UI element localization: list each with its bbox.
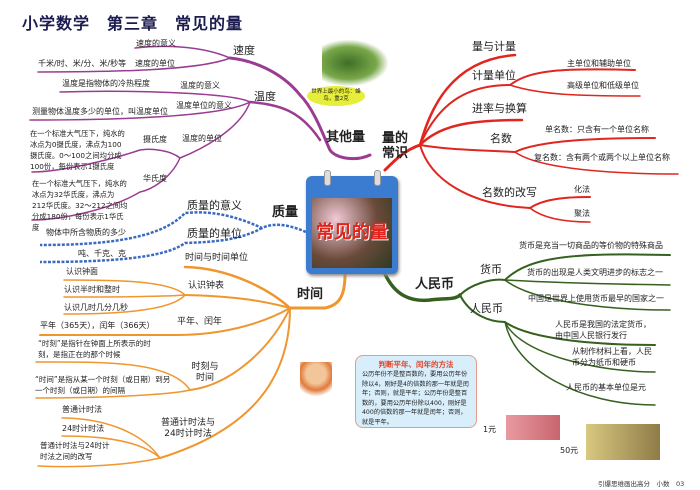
leaf: 人民币是我国的法定货币，由中国人民银行发行 — [555, 320, 651, 340]
leaf: 人民币的基本单位是元 — [566, 383, 646, 392]
leap-year-note: 判断平年、闰年的方法 公历年份不是整百数的，要用公历年份除以4，刚好是4的倍数的… — [355, 355, 477, 428]
note-body: 公历年份不是整百数的，要用公历年份除以4，刚好是4的倍数的那一年就是闰年；否则，… — [362, 371, 469, 426]
leaf: 平年（365天），闰年（366天） — [40, 321, 155, 330]
leaf: 普通计时法 — [62, 405, 102, 414]
leaf: 认识几时几分几秒 — [64, 303, 128, 312]
leaf: “时刻”是指针在钟面上所表示的时刻，是指正在的那个时候 — [38, 339, 151, 359]
bill-1-label: 1元 — [483, 425, 497, 434]
leaf: 温度单位的意义 — [176, 101, 232, 110]
leaf: 吨、千克、克 — [78, 249, 126, 258]
bird-caption: 世界上最小的鸟：蜂鸟，重2克 — [307, 86, 365, 106]
node-knowledge: 量的常识 — [382, 131, 409, 161]
one-yuan-bill-image — [506, 415, 560, 440]
leaf: 单名数：只含有一个单位名称 — [545, 125, 649, 134]
leaf: 进率与换算 — [472, 102, 527, 115]
leaf: 名数 — [490, 132, 512, 145]
leaf: 认识钟面 — [66, 267, 98, 276]
leaf: 温度的单位 — [182, 134, 222, 143]
leaf: 时刻与时间 — [191, 362, 219, 383]
leaf: 名数的改写 — [482, 186, 537, 199]
leaf: 人民币 — [470, 302, 503, 315]
leaf: 从制作材料上看，人民币分为纸币和硬币 — [572, 347, 652, 367]
leaf: 量与计量 — [472, 40, 516, 53]
fifty-yuan-bill-image — [586, 424, 660, 460]
node-temp: 温度 — [254, 90, 276, 103]
blossom-image: 常见的量 — [312, 198, 392, 268]
node-rmb: 人民币 — [415, 277, 455, 292]
leaf: 质量的单位 — [187, 227, 242, 240]
leaf: 认识半时和整时 — [64, 285, 120, 294]
leaf: 千米/时、米/分、米/秒等 — [38, 59, 127, 68]
leaf: 计量单位 — [472, 69, 516, 82]
node-quality: 质量 — [272, 205, 299, 220]
calendar-ring-icon — [374, 170, 381, 186]
node-speed: 速度 — [233, 44, 255, 57]
footer: 引爆思维画出高分 小数 03 — [598, 480, 685, 488]
node-time: 时间 — [297, 287, 324, 302]
leaf: 温度的意义 — [180, 81, 220, 90]
bill-50-label: 50元 — [560, 446, 579, 455]
leaf: 速度的意义 — [136, 39, 176, 48]
leaf: 温度是指物体的冷热程度 — [62, 79, 150, 88]
page-title: 小学数学 第三章 常见的量 — [22, 14, 244, 33]
leaf: 普通计时法与24时计时法之间的改写 — [40, 441, 110, 461]
leaf: 货币的出现是人类文明进步的标志之一 — [527, 268, 663, 277]
leaf: 物体中所含物质的多少 — [46, 228, 126, 237]
center-title: 常见的量 — [316, 222, 388, 243]
leaf: 在一个标准大气压下，纯水的冰点为32华氏度，沸点为212华氏度。32～212之间… — [32, 179, 128, 232]
leaf: 速度的单位 — [135, 59, 175, 68]
leaf: 普通计时法与24时计时法 — [160, 418, 215, 439]
center-calendar: 常见的量 — [306, 170, 398, 274]
leaf: 货币 — [480, 263, 502, 276]
leaf: 化法 — [574, 185, 590, 194]
leaf: 质量的意义 — [187, 199, 242, 212]
leaf: “时间”是指从某一个时刻（或日期）到另一个时刻（或日期）的间隔 — [35, 375, 171, 395]
leaf: 测量物体温度多少的单位，叫温度单位 — [32, 107, 168, 116]
leaf: 平年、闰年 — [177, 317, 223, 327]
leaf: 华氏度 — [143, 174, 167, 183]
leaf: 认识钟表 — [188, 281, 225, 291]
leaf: 复名数：含有两个或两个以上单位名称 — [534, 153, 670, 162]
leaf: 主单位和辅助单位 — [567, 59, 631, 68]
leaf: 聚法 — [574, 209, 590, 218]
leaf: 高级单位和低级单位 — [567, 81, 639, 90]
leaf: 在一个标准大气压下，纯水的冰点为0摄氏度，沸点为100摄氏度。0～100之间均分… — [30, 129, 125, 171]
leaf: 时间与时间单位 — [185, 253, 249, 263]
leaf: 货币是充当一切商品的等价物的特殊商品 — [519, 241, 663, 250]
calendar-ring-icon — [324, 170, 331, 186]
note-title: 判断平年、闰年的方法 — [378, 360, 454, 369]
leaf: 摄氏度 — [143, 135, 167, 144]
node-other: 其他量 — [326, 130, 366, 145]
cartoon-kid-image — [300, 362, 332, 402]
leaf: 中国是世界上使用货币最早的国家之一 — [528, 294, 664, 303]
leaf: 24时计时法 — [62, 424, 105, 433]
hummingbird-image — [322, 40, 388, 86]
